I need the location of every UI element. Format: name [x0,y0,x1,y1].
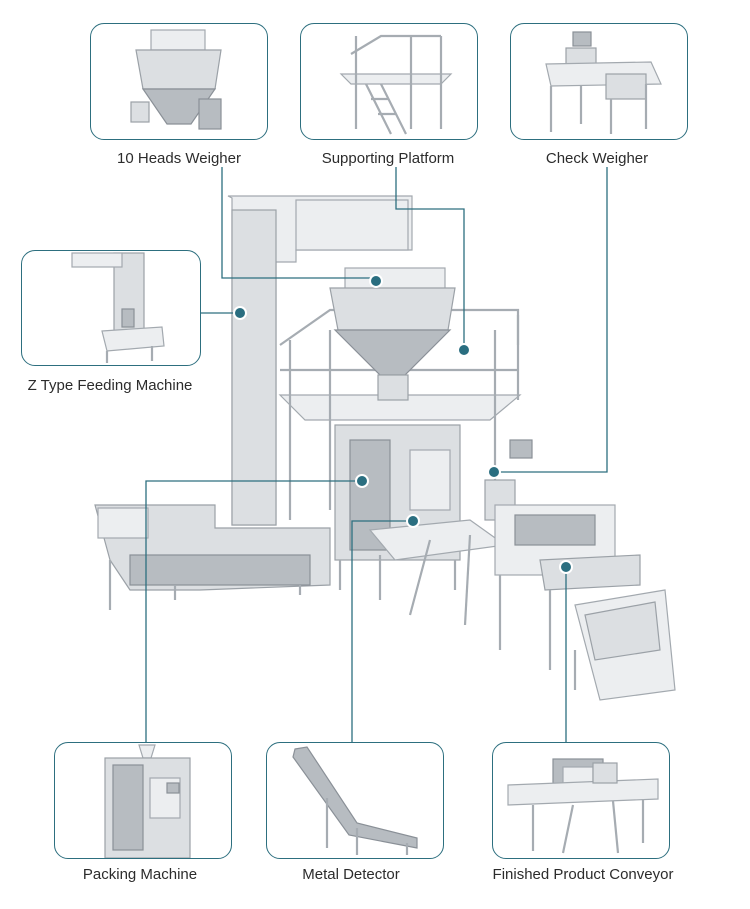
metal-detector-card [266,742,444,859]
metal-detector-label: Metal Detector [302,866,400,883]
metal-detector-icon [507,758,659,854]
z-type-card [21,250,201,366]
check-weigher-card [510,23,688,140]
incline-conveyor-illustration [368,519,507,626]
finished-conveyor-label: Finished Product Conveyor [492,866,674,883]
supporting-platform-label: Supporting Platform [321,150,455,167]
weigher-illustration [329,267,456,401]
z-type-label: Z Type Feeding Machine [27,377,193,394]
leader-supporting-platform [395,167,465,350]
leader-heads-weigher [221,167,376,279]
leader-check-weigher [494,167,608,473]
packing-machine-card [54,742,232,859]
packing-machine-icon [104,744,191,858]
packing-machine-label: Packing Machine [82,866,198,883]
heads-weigher-card [90,23,268,140]
marker-finished-conveyor [559,560,573,574]
heads-weigher-label: 10 Heads Weigher [117,150,241,167]
output-conveyor-illustration [573,589,676,701]
incline-conveyor-icon [292,746,418,855]
supporting-platform-card [300,23,478,140]
check-weigher-icon [545,31,662,134]
leader-metal-detector [351,520,413,742]
check-weigher-label: Check Weigher [545,150,649,167]
marker-check-weigher [487,465,501,479]
multihead-weigher-icon [130,29,222,130]
marker-packing-machine [355,474,369,488]
marker-supporting-platform [457,343,471,357]
leader-packing-machine [145,480,362,742]
marker-heads-weigher [369,274,383,288]
z-conveyor-icon [71,252,165,363]
marker-metal-detector [406,514,420,528]
platform-illustration [278,308,522,520]
marker-z-type [233,306,247,320]
finished-conveyor-card [492,742,670,859]
platform-icon [339,34,453,135]
